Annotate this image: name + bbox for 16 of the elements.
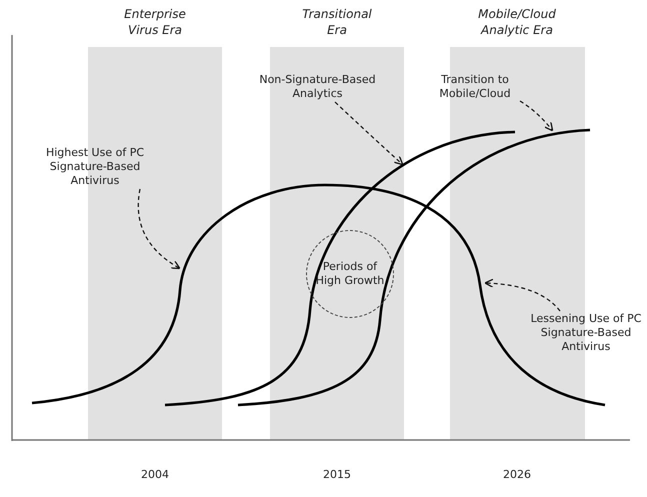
annotation-text: Non-Signature-Based Analytics [255,73,380,101]
annotation-text: Lessening Use of PC Signature-Based Antivirus [525,312,647,354]
growth-curve [164,130,516,406]
leader-arrow [334,102,404,166]
year-label: 2026 [502,468,532,482]
leader-arrow [484,278,560,312]
annotation-text: Highest Use of PC Signature-Based Antivirus [30,146,160,188]
dashed-circle-label: Periods of High Growth [306,230,394,318]
year-label: 2004 [140,468,170,482]
leader-arrow [520,100,554,132]
leader-arrow [138,188,180,270]
era-heading: Transitional Era [301,6,373,38]
era-heading: Mobile/Cloud Analytic Era [477,6,557,38]
era-heading: Enterprise Virus Era [123,6,187,38]
annotation-text: Transition to Mobile/Cloud [420,73,530,101]
year-label: 2015 [322,468,352,482]
